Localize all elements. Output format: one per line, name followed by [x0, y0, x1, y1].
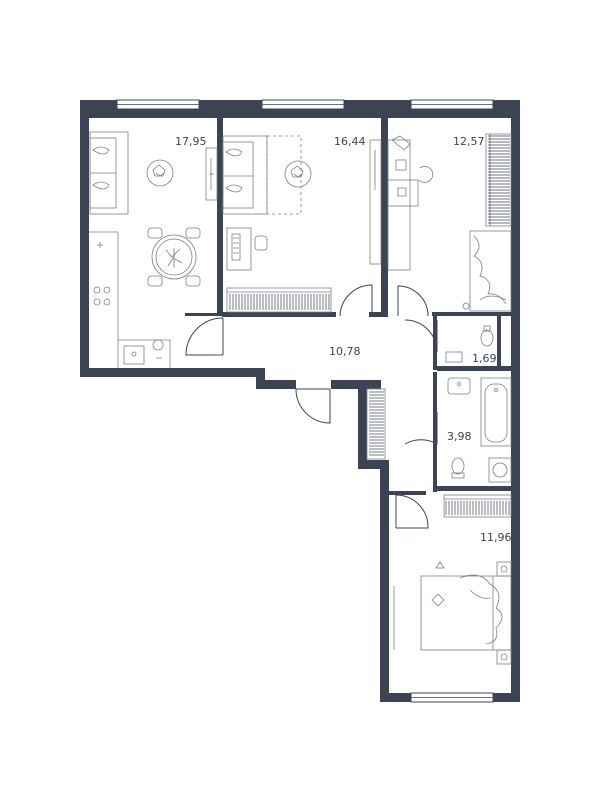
- desk: [226, 227, 268, 271]
- wardrobe-icon: [366, 388, 386, 460]
- sofa-icon: [89, 131, 129, 215]
- wardrobe-icon: [443, 494, 512, 518]
- tv-stand-room2: [369, 139, 382, 265]
- wardrobe-hatch: [488, 135, 510, 224]
- door-swing-icon: [185, 284, 438, 529]
- toilet-icon: [445, 325, 494, 363]
- kitchen-counter: [89, 231, 171, 368]
- area-label-bathroom: 3,98: [447, 430, 472, 443]
- area-label-room-3: 12,57: [453, 135, 485, 148]
- bed-icon: [393, 561, 512, 665]
- tv-stand: [205, 147, 218, 201]
- wardrobe-hatch: [445, 501, 510, 515]
- area-label-wc: 1,69: [472, 352, 497, 365]
- room-area-labels: 17,95 16,44 12,57 10,78 1,69 3,98 11,96: [175, 135, 512, 544]
- sink-icon: [447, 377, 471, 395]
- wardrobe-icon: [226, 287, 332, 313]
- bathtub-icon: [480, 377, 512, 447]
- table-icon: [147, 227, 201, 287]
- area-label-room-2: 16,44: [334, 135, 366, 148]
- washing-machine: [488, 457, 512, 483]
- area-label-hall: 10,78: [329, 345, 361, 358]
- walls: [80, 100, 520, 702]
- area-label-bedroom: 11,96: [480, 531, 512, 544]
- plant-icon: [146, 159, 312, 188]
- area-label-living-kitchen: 17,95: [175, 135, 207, 148]
- toilet-icon: [451, 457, 465, 479]
- desk: [387, 135, 434, 271]
- wardrobe-hatch: [229, 294, 330, 310]
- bed-icon: [462, 230, 512, 312]
- window-icon: [116, 99, 494, 703]
- wardrobe-hatch: [369, 391, 384, 456]
- sofa-icon: [222, 135, 302, 215]
